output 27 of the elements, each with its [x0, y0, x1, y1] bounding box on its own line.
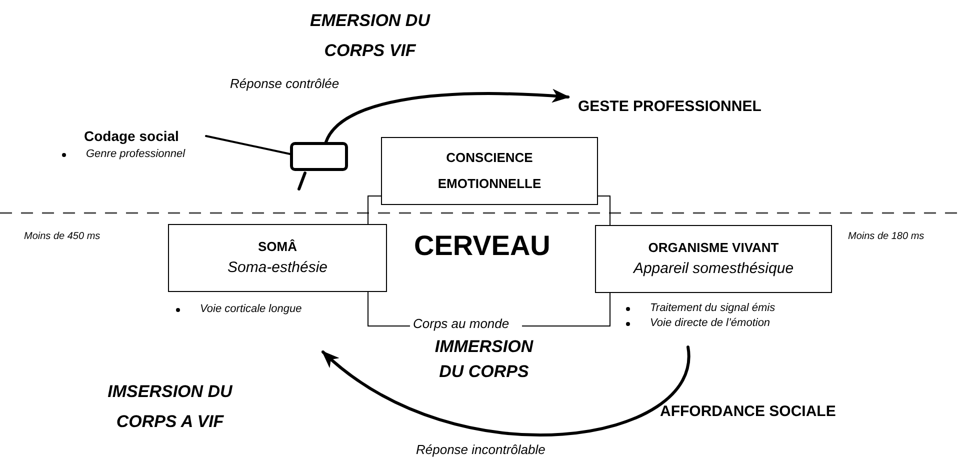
timing-note: Moins de 450 ms — [24, 230, 102, 244]
phase-heading: IMMERSION DU CORPS — [434, 336, 534, 383]
node-text: GESTE PROFESSIONNEL — [578, 96, 762, 117]
box-title: SOMÂ — [258, 238, 297, 256]
curved-arrow — [321, 346, 690, 436]
concept-box — [381, 137, 598, 205]
edge-label: Réponse incontrôlable — [416, 441, 546, 459]
phase-heading: IMSERSION DU CORPS A VIF — [106, 381, 234, 433]
box-title: ORGANISME VIVANT — [648, 239, 779, 257]
brain-title: CERVEAU — [414, 232, 550, 260]
phase-heading: EMERSION DU CORPS VIF — [309, 10, 432, 62]
concept-box — [595, 225, 832, 293]
box-subtitle: Soma-esthésie — [227, 258, 328, 278]
curved-arrow — [324, 88, 570, 144]
box-subtitle: Appareil somesthésique — [633, 259, 794, 279]
box-title: CONSCIENCE EMOTIONNELLE — [436, 149, 542, 193]
timing-note: Moins de 180 ms — [848, 230, 926, 244]
bullet-text: Voie corticale longue — [200, 302, 302, 317]
bullet-text: Genre professionnel — [86, 147, 186, 162]
box-shape — [290, 142, 348, 171]
edge-label: Réponse contrôlée — [230, 75, 340, 93]
node-text: Codage social — [84, 126, 179, 146]
leader-line — [205, 135, 291, 155]
concept-label: AFFORDANCE SOCIALE — [660, 402, 837, 422]
concept-box — [168, 224, 387, 292]
bullet-text: Voie directe de l’émotion — [650, 316, 770, 331]
bullet-text: Traitement du signal émis — [650, 301, 776, 316]
